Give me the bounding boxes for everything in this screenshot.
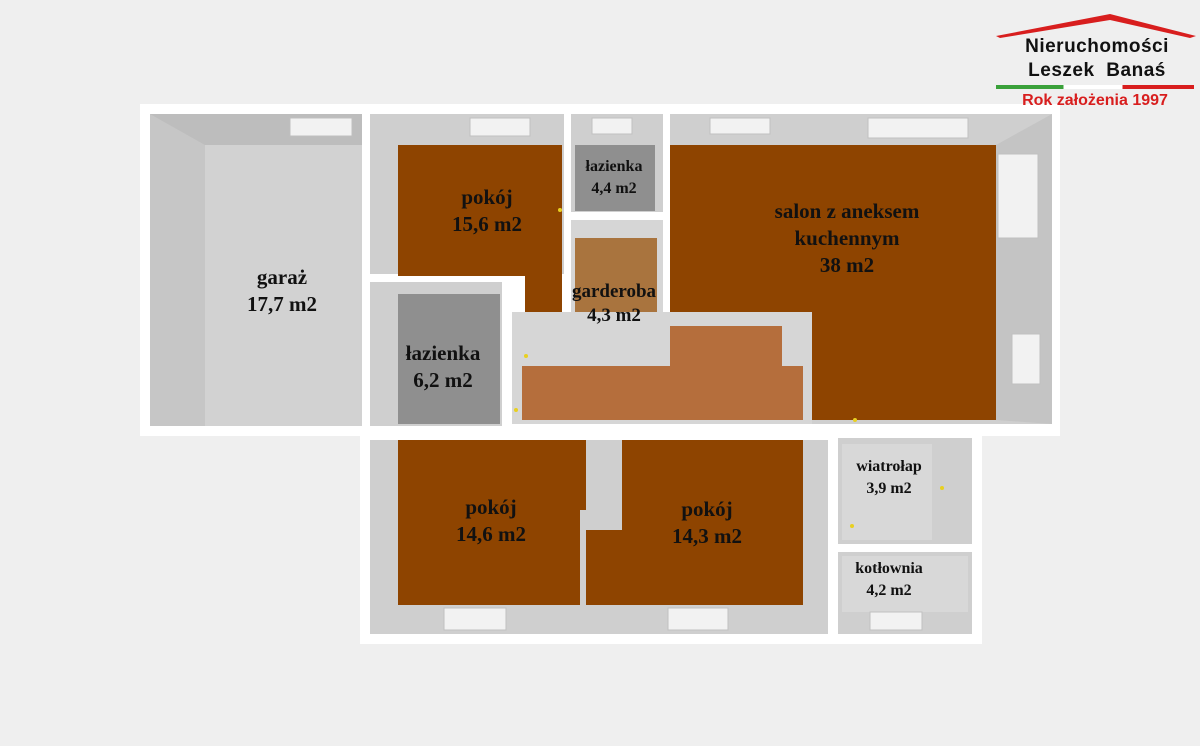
door-marker xyxy=(558,208,562,212)
label-garderoba: garderoba 4,3 m2 xyxy=(572,280,656,329)
label-lazienka-big: łazienka 6,2 m2 xyxy=(406,340,481,394)
room-name: pokój xyxy=(465,495,517,519)
room-name: salon z aneksem xyxy=(774,199,920,223)
room-garaz-sidewall xyxy=(150,114,205,426)
room-area: 17,7 m2 xyxy=(247,291,317,316)
room-pokoj-top-floor xyxy=(398,145,562,356)
salon-window-3 xyxy=(997,153,1039,239)
room-name: garaż xyxy=(256,265,308,289)
salon-window-2 xyxy=(867,117,969,139)
label-pokoj-bm: pokój 14,3 m2 xyxy=(672,496,742,550)
room-name: pokój xyxy=(681,497,733,521)
room-area: 38 m2 xyxy=(819,252,875,277)
door-marker xyxy=(514,408,518,412)
room-area: 14,6 m2 xyxy=(456,521,526,546)
company-logo: Nieruchomości Leszek Banaś Rok założenia… xyxy=(992,12,1198,112)
room-area: 6,2 m2 xyxy=(413,367,473,392)
logo-founded-line: Rok założenia 1997 xyxy=(1022,92,1168,109)
room-name: pokój xyxy=(461,185,513,209)
room-area: 4,2 m2 xyxy=(866,581,912,599)
label-wiatrolap: wiatrołap 3,9 m2 xyxy=(856,456,921,499)
room-garaz-floor xyxy=(205,145,362,426)
logo-company-line1: Nieruchomości xyxy=(1025,36,1169,57)
door-marker xyxy=(940,486,944,490)
salon-window-1 xyxy=(709,117,771,135)
logo-roof-shape xyxy=(996,14,1196,38)
room-lazienka-small-floor xyxy=(575,145,655,211)
room-area: 4,3 m2 xyxy=(587,305,641,327)
room-area: 15,6 m2 xyxy=(452,211,522,236)
logo-color-bar xyxy=(996,85,1194,89)
door-marker xyxy=(524,354,528,358)
lazienka-small-window xyxy=(591,117,633,135)
room-name: łazienka xyxy=(405,341,481,365)
door-marker xyxy=(853,418,857,422)
room-area: 14,3 m2 xyxy=(672,523,742,548)
label-garaz: garaż 17,7 m2 xyxy=(247,264,317,318)
label-salon: salon z aneksem kuchennym 38 m2 xyxy=(775,198,920,279)
kotlownia-window xyxy=(869,611,923,631)
room-lazienka-big-floor xyxy=(398,294,500,424)
room-korytarz-floor xyxy=(522,326,803,420)
label-lazienka-small: łazienka 4,4 m2 xyxy=(586,156,643,199)
room-salon-floor xyxy=(670,145,996,420)
pokoj-bl-window xyxy=(443,607,507,631)
door-marker xyxy=(850,524,854,528)
room-name: wiatrołap xyxy=(856,458,922,475)
room-wiatrolap-floor xyxy=(842,444,932,540)
label-pokoj-bl: pokój 14,6 m2 xyxy=(456,494,526,548)
pokoj-top-window xyxy=(469,117,531,137)
logo-company-line2: Leszek Banaś xyxy=(1028,60,1166,81)
room-area: 3,9 m2 xyxy=(866,479,912,497)
pokoj-bm-window xyxy=(667,607,729,631)
room-area: 4,4 m2 xyxy=(591,179,637,197)
salon-window-4 xyxy=(1011,333,1041,385)
garaz-window xyxy=(289,117,353,137)
room-pokoj-bl-floor xyxy=(398,440,610,605)
label-pokoj-top: pokój 15,6 m2 xyxy=(452,184,522,238)
label-kotlownia: kotłownia 4,2 m2 xyxy=(855,558,923,601)
room-pokoj-bm-floor xyxy=(586,440,803,605)
room-name-line2: kuchennym xyxy=(794,225,900,250)
room-name: garderoba xyxy=(571,281,657,302)
room-name: kotłownia xyxy=(855,560,923,577)
room-kotlownia-floor xyxy=(842,556,968,612)
room-name: łazienka xyxy=(585,158,643,175)
